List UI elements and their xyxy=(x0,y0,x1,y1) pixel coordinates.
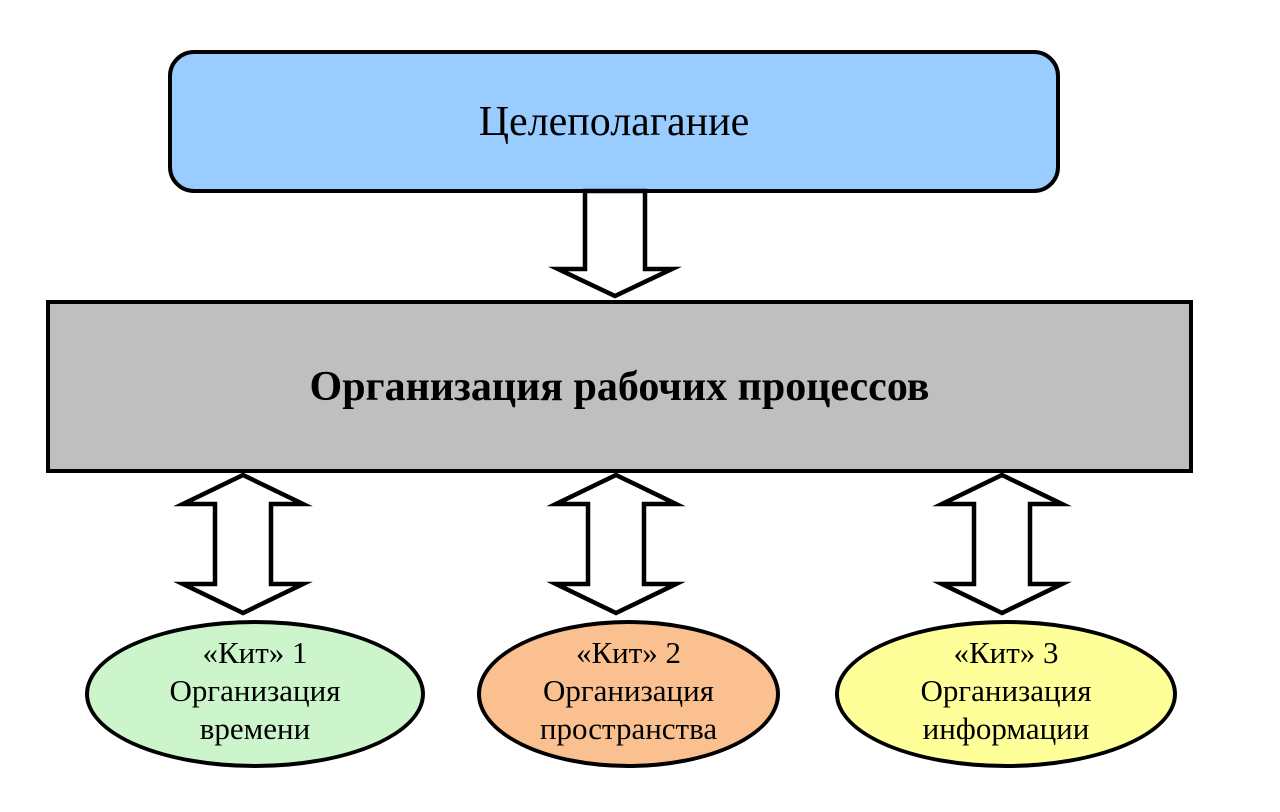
double-arrow-icon-2 xyxy=(546,472,686,616)
kit2-line-3: пространства xyxy=(539,711,718,746)
kit3-line-2: Организация xyxy=(920,673,1092,708)
down-arrow-icon xyxy=(547,188,683,299)
double-arrow-icon-1 xyxy=(173,472,313,616)
process-node: Организация рабочих процессов xyxy=(46,300,1193,473)
kit3-line-1: «Кит» 3 xyxy=(953,635,1059,670)
goal-node: Целеполагание xyxy=(168,50,1060,193)
double-arrow-icon-3 xyxy=(932,472,1072,616)
goal-node-label: Целеполагание xyxy=(478,98,750,145)
kit1-node: «Кит» 1 Организация времени xyxy=(85,620,425,768)
kit1-line-3: времени xyxy=(199,711,311,746)
kit2-line-1: «Кит» 2 xyxy=(575,635,682,670)
kit3-node: «Кит» 3 Организация информации xyxy=(835,620,1177,768)
kit3-line-3: информации xyxy=(922,711,1090,746)
kit1-line-2: Организация xyxy=(169,673,341,708)
kit2-line-2: Организация xyxy=(543,673,714,708)
kit1-line-1: «Кит» 1 xyxy=(202,635,308,670)
kit2-node: «Кит» 2 Организация пространства xyxy=(477,620,780,768)
process-node-label: Организация рабочих процессов xyxy=(309,363,930,410)
